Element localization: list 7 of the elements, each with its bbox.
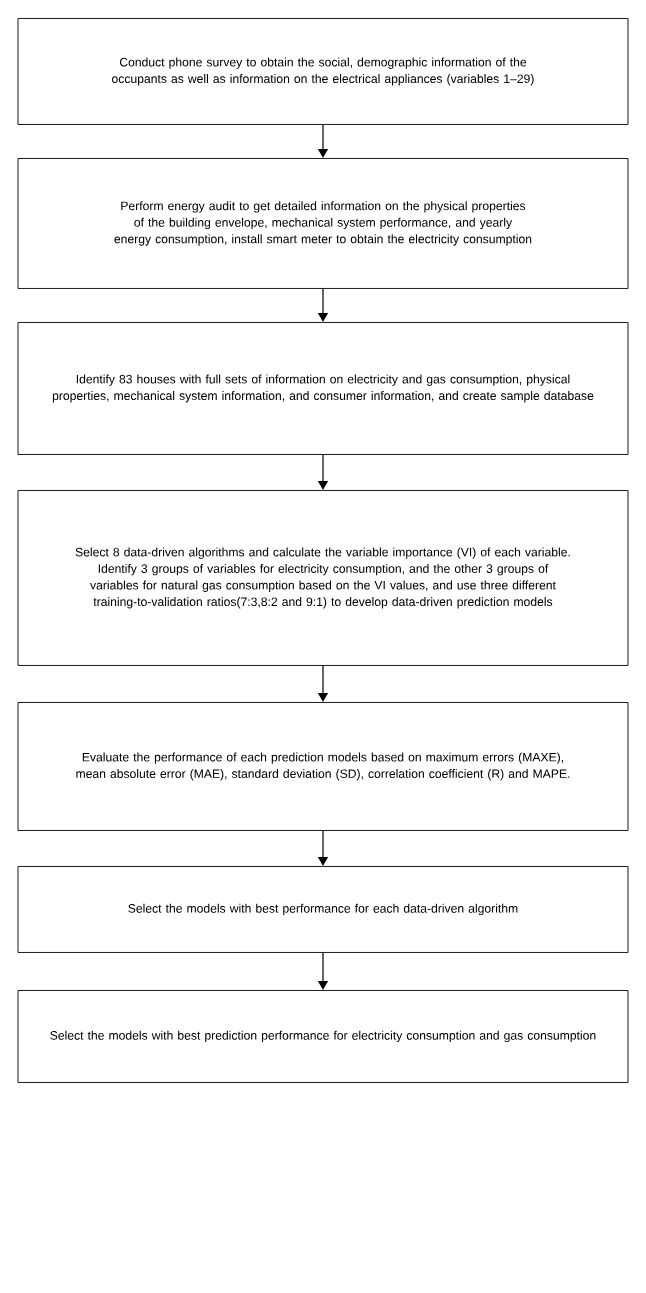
process-box: Select 8 data-driven algorithms and calculate the variable importance (VI) of each variable. Identify 3 groups of variables for electricity consumption, and the other 3 groups of variables for natural gas consumption based on the VI values, and use three different training-to-validation ratios(7:3,8:2 and 9:1) to develop data-driven prediction models	[17, 490, 629, 666]
process-box: Identify 83 houses with full sets of information on electricity and gas consumption, physical properties, mechanical system information, and consumer information, and create sample database	[17, 322, 629, 455]
process-box: Select the models with best prediction performance for electricity consumption and gas consumption	[17, 990, 629, 1083]
process-box: Perform energy audit to get detailed information on the physical properties of the building envelope, mechanical system performance, and yearly energy consumption, install smart meter to obtain the electricity consumption	[17, 158, 629, 289]
process-box: Evaluate the performance of each prediction models based on maximum errors (MAXE), mean absolute error (MAE), standard deviation (SD), correlation coefficient (R) and MAPE.	[17, 702, 629, 831]
process-box: Conduct phone survey to obtain the social, demographic information of the occupants as well as information on the electrical appliances (variables 1–29)	[17, 18, 629, 125]
process-box: Select the models with best performance for each data-driven algorithm	[17, 866, 629, 953]
